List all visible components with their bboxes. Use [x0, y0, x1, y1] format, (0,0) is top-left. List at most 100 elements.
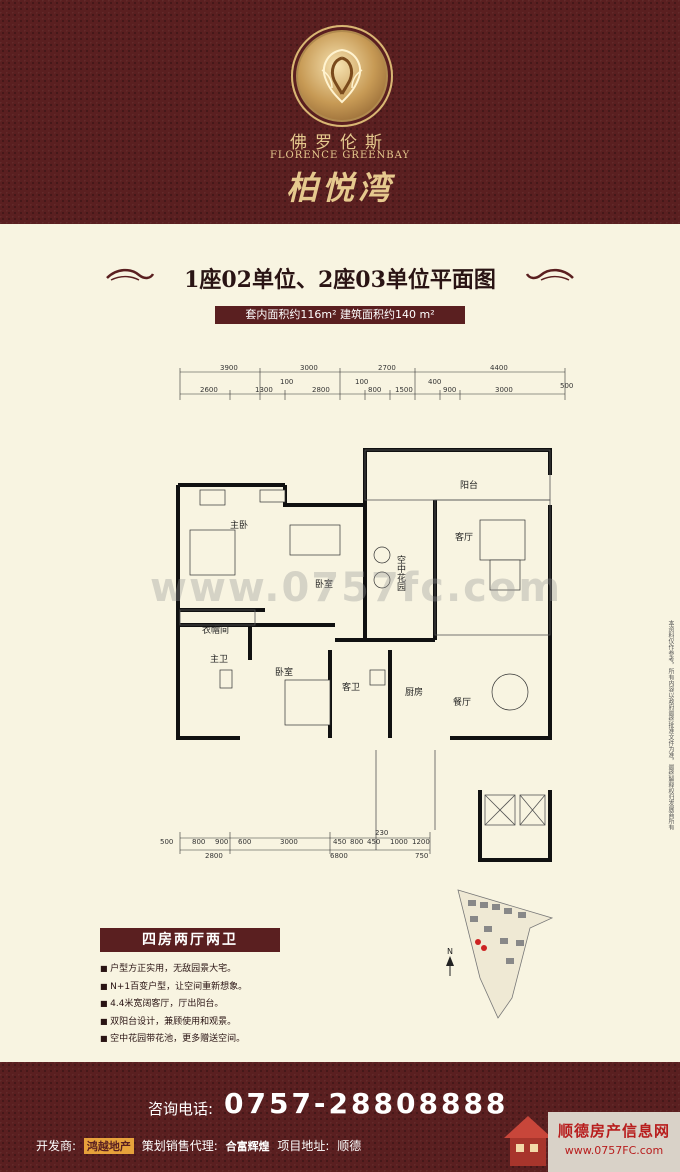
svg-text:500: 500	[160, 838, 173, 846]
bottom-dimension-lines	[179, 832, 431, 854]
area-text: 套内面积约116m² 建筑面积约140 m²	[245, 308, 435, 321]
svg-text:800: 800	[350, 838, 363, 846]
svg-text:1300: 1300	[255, 386, 273, 394]
svg-text:3000: 3000	[300, 364, 318, 372]
walls	[176, 448, 552, 862]
armchair-icon	[199, 489, 226, 506]
bed-icon	[289, 524, 341, 556]
feature-item: 空中花园带花池，更多赠送空间。	[100, 1030, 280, 1048]
svg-text:空中花园: 空中花园	[395, 554, 406, 592]
developer-label: 开发商:	[36, 1139, 77, 1153]
chair-icon	[373, 571, 391, 589]
svg-text:卧室: 卧室	[275, 666, 293, 678]
svg-text:1500: 1500	[395, 386, 413, 394]
unit-location-marker	[475, 939, 481, 945]
svg-text:阳台: 阳台	[460, 479, 478, 491]
svg-text:1000: 1000	[390, 838, 408, 846]
svg-text:500: 500	[560, 382, 573, 390]
site-location-map: N	[446, 889, 554, 1019]
svg-text:230: 230	[375, 829, 388, 837]
svg-text:客卫: 客卫	[342, 681, 360, 693]
chair-icon	[373, 546, 391, 564]
unit-location-marker	[481, 945, 487, 951]
svg-text:900: 900	[215, 838, 228, 846]
svg-text:卧室: 卧室	[315, 578, 333, 590]
svg-text:6800: 6800	[330, 852, 348, 860]
svg-text:3000: 3000	[495, 386, 513, 394]
interior-lines	[179, 449, 551, 850]
feature-item: 户型方正实用，无敌园景大宅。	[100, 960, 280, 978]
sofa-icon	[479, 519, 526, 561]
address-value: 顺德	[337, 1139, 362, 1153]
svg-text:600: 600	[238, 838, 251, 846]
svg-text:100: 100	[280, 378, 293, 386]
house-illustration-icon	[504, 1116, 552, 1166]
agent-label: 策划销售代理:	[141, 1139, 218, 1153]
address-label: 项目地址:	[277, 1139, 330, 1153]
svg-text:N: N	[447, 947, 453, 956]
feature-item: N+1百变户型，让空间重新想象。	[100, 978, 280, 996]
feature-item: 双阳台设计，兼顾使用和观景。	[100, 1013, 280, 1031]
svg-text:400: 400	[428, 378, 441, 386]
dining-table-icon	[491, 673, 529, 711]
svg-text:4400: 4400	[490, 364, 508, 372]
features-title: 四房两厅两卫	[100, 928, 280, 952]
features-panel: 四房两厅两卫 户型方正实用，无敌园景大宅。 N+1百变户型，让空间重新想象。 4…	[100, 928, 280, 1048]
svg-text:3000: 3000	[280, 838, 298, 846]
phone-label: 咨询电话:	[148, 1100, 214, 1118]
svg-text:1200: 1200	[412, 838, 430, 846]
brand-english-name: FLORENCE GREENBAY	[269, 150, 411, 161]
swan-logo-icon	[321, 48, 363, 104]
right-swirl-ornament	[525, 268, 574, 281]
svg-text:800: 800	[368, 386, 381, 394]
svg-text:主卧: 主卧	[230, 519, 248, 531]
svg-text:餐厅: 餐厅	[453, 696, 471, 708]
brand-chinese-name: 佛罗伦斯	[290, 133, 390, 153]
features-list: 户型方正实用，无敌园景大宅。 N+1百变户型，让空间重新想象。 4.4米宽阔客厅…	[100, 960, 280, 1048]
svg-text:100: 100	[355, 378, 368, 386]
site-badge-url[interactable]: www.0757FC.com	[564, 1144, 664, 1157]
svg-text:2600: 2600	[200, 386, 218, 394]
bottom-dimension-labels: 500 800 900 600 3000 450 800 450 1000 23…	[160, 829, 430, 860]
building-blocks	[468, 900, 526, 964]
svg-text:主卫: 主卫	[210, 653, 228, 665]
agent-logo: 合富辉煌	[225, 1140, 270, 1153]
project-name: 柏悦湾	[285, 169, 394, 207]
coffee-table-icon	[489, 559, 521, 591]
svg-text:2800: 2800	[312, 386, 330, 394]
top-dimension-lines	[179, 368, 566, 400]
room-labels: 主卧 卧室 卧室 衣帽间 主卫 客卫 厨房 客厅 餐厅 阳台 空中花园	[202, 479, 478, 708]
svg-text:800: 800	[192, 838, 205, 846]
brand-logo-emblem	[291, 25, 393, 127]
site-badge[interactable]: 顺德房产信息网 www.0757FC.com	[548, 1112, 680, 1172]
tv-cabinet-icon	[259, 489, 286, 503]
svg-text:2700: 2700	[378, 364, 396, 372]
floor-plan-title: 1座02单位、2座03单位平面图	[184, 267, 496, 293]
phone-number[interactable]: 0757-28808888	[224, 1087, 509, 1120]
bed-icon	[284, 679, 331, 726]
footer-info: 开发商: 鸿越地产 策划销售代理: 合富辉煌 项目地址: 顺德	[36, 1137, 365, 1154]
left-swirl-ornament	[106, 268, 155, 281]
svg-text:2800: 2800	[205, 852, 223, 860]
svg-text:450: 450	[367, 838, 380, 846]
master-bed-icon	[189, 529, 236, 576]
svg-text:客厅: 客厅	[455, 531, 473, 543]
top-dimension-labels: 3900 3000 2700 4400 2600 1300 100 2800 1…	[200, 364, 573, 394]
developer-logo: 鸿越地产	[83, 1138, 134, 1154]
svg-text:450: 450	[333, 838, 346, 846]
floor-plan-drawing: 3900 3000 2700 4400 2600 1300 100 2800 1…	[160, 364, 573, 862]
area-banner: 套内面积约116m² 建筑面积约140 m²	[215, 306, 465, 324]
svg-text:3900: 3900	[220, 364, 238, 372]
toilet-icon	[219, 669, 233, 689]
feature-item: 4.4米宽阔客厅，厅出阳台。	[100, 995, 280, 1013]
svg-text:750: 750	[415, 852, 428, 860]
svg-text:厨房: 厨房	[405, 686, 423, 698]
furniture	[189, 489, 529, 726]
site-badge-title: 顺德房产信息网	[557, 1122, 670, 1140]
compass-icon: N	[446, 947, 454, 976]
watermark: www.0757fc.com	[150, 565, 563, 611]
svg-text:900: 900	[443, 386, 456, 394]
disclaimer-note: 本资料仅作参考，所有内容以政府最终批准文件为准，最终解释权归发展商所有	[667, 620, 674, 830]
svg-text:衣帽间: 衣帽间	[202, 624, 229, 636]
toilet-icon	[369, 669, 386, 686]
